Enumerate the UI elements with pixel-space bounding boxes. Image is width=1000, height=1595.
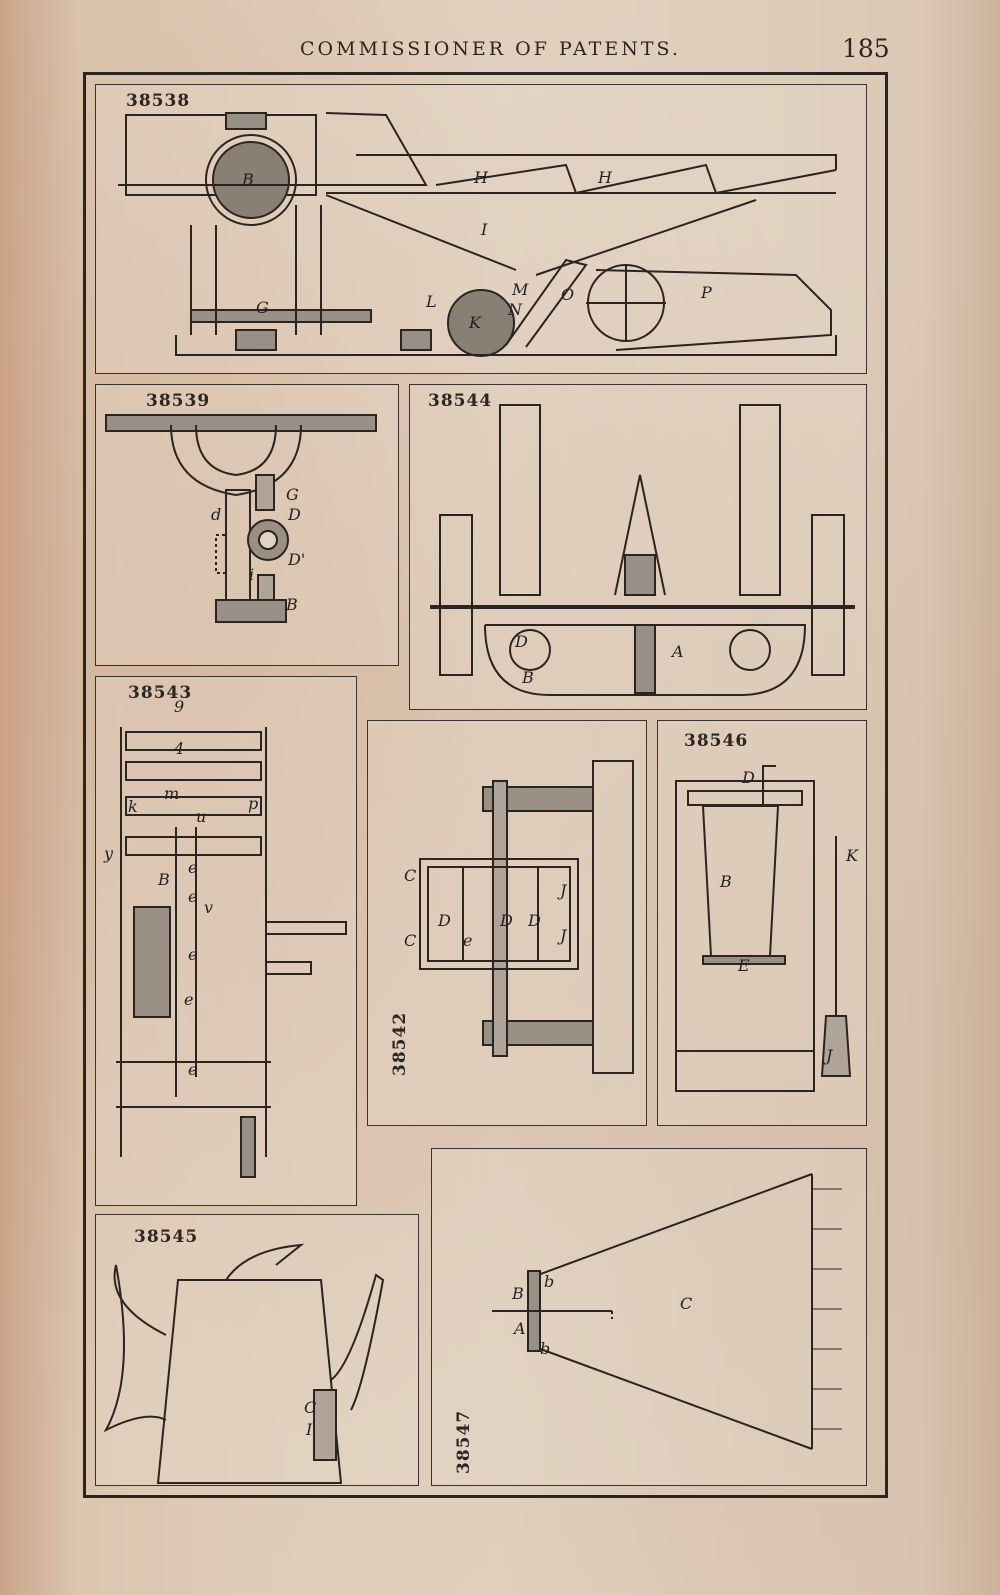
label-9: 9: [174, 697, 184, 716]
figure-38547: 38547 B b: [431, 1148, 867, 1486]
figure-38542: 38542 C C D e D D J J: [367, 720, 647, 1126]
figure-labels: B H H I G L K M N O P: [241, 168, 712, 332]
label-D: D: [287, 505, 301, 524]
label-e: e: [188, 858, 197, 877]
label-D: D: [499, 911, 513, 930]
patent-number: 38546: [684, 731, 749, 751]
figure-38538-drawing: B H H I G L K M N O P: [118, 112, 837, 357]
page-number: 185: [842, 34, 890, 63]
label-P: P: [700, 283, 712, 302]
figure-38546-drawing: D B E K J: [675, 765, 859, 1092]
label-A: A: [670, 642, 684, 661]
label-M: M: [511, 280, 529, 299]
patent-number: 38544: [428, 391, 493, 411]
figure-38543: 38543 9 4 k m: [95, 676, 357, 1206]
label-N: N: [507, 300, 523, 319]
label-m: m: [164, 784, 179, 803]
label-I: I: [305, 1420, 313, 1439]
label-B: B: [511, 1284, 524, 1303]
figure-38544-drawing: D A B: [430, 404, 855, 696]
figure-labels: G D D' d i B: [211, 485, 305, 614]
label-d: d: [211, 505, 221, 524]
running-head: COMMISSIONER OF PATENTS.: [300, 38, 681, 60]
label-B: B: [285, 595, 298, 614]
figure-38544: 38544 D A B: [409, 384, 867, 710]
patent-number: 38538: [126, 91, 191, 111]
label-p: p: [248, 794, 258, 813]
label-u: u: [196, 807, 206, 826]
label-4: 4: [173, 739, 184, 758]
figure-38539: 38539 G D D' d i B: [95, 384, 399, 666]
label-B: B: [719, 872, 732, 891]
figure-38538: 38538: [95, 84, 867, 374]
label-v: v: [204, 898, 213, 917]
label-b: b: [544, 1272, 554, 1291]
label-e: e: [188, 945, 197, 964]
label-K: K: [468, 313, 482, 332]
label-k: k: [128, 797, 138, 816]
figure-38547-drawing: B b b A C: [492, 1173, 842, 1450]
label-e: e: [188, 887, 197, 906]
figure-labels: D B E K J: [719, 768, 859, 1065]
label-L: L: [425, 292, 437, 311]
figure-38539-drawing: G D D' d i B: [105, 414, 377, 623]
label-y: y: [103, 844, 114, 863]
figure-labels: C C D e D D J J: [404, 866, 568, 950]
label-I: I: [480, 220, 488, 239]
label-i: i: [249, 565, 254, 584]
label-D: D: [437, 911, 451, 930]
figure-labels: B b b A C: [511, 1272, 692, 1358]
figure-38543-drawing: 9 4 k m u p y B e e v e e e: [103, 697, 347, 1178]
label-G: G: [286, 485, 299, 504]
label-e: e: [184, 990, 193, 1009]
label-E: E: [737, 956, 750, 975]
label-J: J: [823, 1046, 834, 1065]
patent-number: 38543: [128, 683, 193, 703]
figure-38546: 38546 D B E K J: [657, 720, 867, 1126]
label-G: G: [256, 298, 269, 317]
label-O: O: [561, 285, 574, 304]
patent-number: 38539: [146, 391, 211, 411]
figure-labels: C I: [304, 1398, 316, 1439]
label-J: J: [557, 881, 568, 900]
label-A: A: [512, 1319, 526, 1338]
label-B: B: [521, 668, 534, 687]
label-C: C: [404, 866, 416, 885]
label-C: C: [404, 931, 416, 950]
figure-labels: 9 4 k m u p y B e e v e e e: [103, 697, 258, 1079]
label-D: D: [741, 768, 755, 787]
figure-38542-drawing: C C D e D D J J: [404, 760, 634, 1074]
figure-labels: D A B: [514, 632, 684, 687]
label-C: C: [680, 1294, 692, 1313]
plate-frame: [83, 72, 888, 1498]
label-H: H: [597, 168, 613, 187]
figure-38545-drawing: C I: [103, 1243, 385, 1484]
label-H: H: [473, 168, 489, 187]
label-D-prime: D': [287, 550, 305, 569]
label-J: J: [557, 926, 568, 945]
label-K: K: [845, 846, 859, 865]
label-B: B: [241, 170, 254, 189]
label-C: C: [304, 1398, 316, 1417]
label-B: B: [157, 870, 170, 889]
label-e: e: [463, 931, 472, 950]
label-D: D: [514, 632, 528, 651]
label-b: b: [540, 1339, 550, 1358]
label-e: e: [188, 1060, 197, 1079]
patent-number: 38545: [134, 1227, 199, 1247]
figure-38545: 38545 C I: [95, 1214, 419, 1486]
label-D: D: [527, 911, 541, 930]
